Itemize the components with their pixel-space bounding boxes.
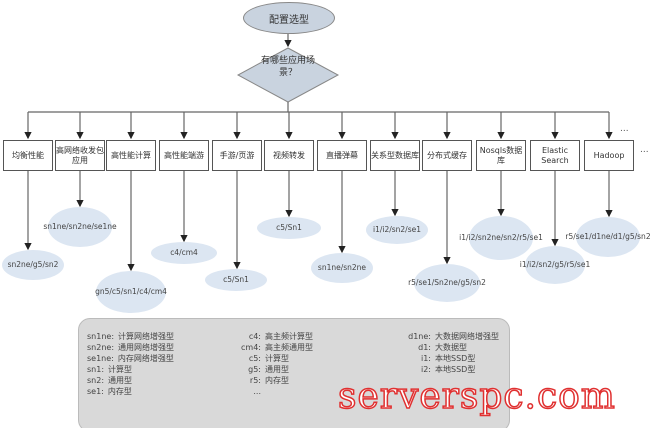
legend-row: g5: 通用型	[219, 364, 313, 375]
legend-row: sn2:通用型	[87, 375, 174, 386]
legend-desc: 本地SSD型	[435, 354, 476, 363]
watermark: serverspc.com	[337, 375, 616, 418]
legend-code: c5:	[248, 354, 261, 363]
instance-types: i1/i2/sn2ne/sn2/r5/se1	[459, 216, 543, 260]
legend-desc: 计算网络增强型	[118, 332, 175, 341]
scenario-box: 高网络收发包应用	[55, 140, 105, 171]
legend-row: c4: 高主频计算型	[219, 331, 313, 342]
scenario-box: 视频转发	[264, 140, 314, 171]
legend-code: sn1:	[87, 365, 105, 374]
legend-code: sn2:	[87, 376, 105, 385]
legend-row: cm4: 高主频通用型	[219, 342, 313, 353]
instance-types: r5/se1/Sn2ne/g5/sn2	[408, 264, 486, 302]
instance-types: sn1ne/sn2ne	[311, 253, 373, 283]
legend-row: se1ne:内存网络增强型	[87, 353, 174, 364]
instance-types: i1/i2/sn2/g5/r5/se1	[520, 246, 590, 284]
root-node: 配置选型	[243, 2, 335, 34]
legend-code: se1:	[87, 387, 104, 396]
legend-row: i2: 本地SSD型	[389, 364, 499, 375]
legend-row: se1:内存型	[87, 386, 174, 397]
legend-code: g5:	[248, 365, 261, 374]
scenario-box: Nosqls数据库	[476, 140, 526, 171]
legend-desc: 通用型	[108, 376, 133, 385]
legend-code: ...	[253, 387, 261, 396]
legend-code: se1ne:	[87, 354, 114, 363]
legend-code: i1:	[420, 354, 431, 363]
legend-code: cm4:	[241, 343, 261, 352]
legend-row: ...	[219, 386, 313, 397]
legend-desc: 高主频计算型	[265, 332, 313, 341]
instance-types: c4/cm4	[151, 242, 217, 264]
legend-row: sn1:计算型	[87, 364, 174, 375]
scenario-box: 直播弹幕	[317, 140, 367, 171]
instance-types: sn1ne/sn2ne/se1ne	[43, 207, 117, 247]
legend-code: d1:	[418, 343, 431, 352]
instance-types: sn2ne/g5/sn2	[2, 250, 64, 280]
scenario-box: Hadoop	[584, 140, 634, 171]
legend-desc: 本地SSD型	[435, 365, 476, 374]
legend-desc: 通用网络增强型	[118, 343, 175, 352]
instance-types: gn5/c5/sn1/c4/cm4	[95, 271, 167, 313]
instance-types: r5/se1/d1ne/d1/g5/sn2	[565, 217, 650, 257]
instance-types: i1/i2/sn2/se1	[366, 216, 428, 244]
legend-code: d1ne:	[408, 332, 431, 341]
more-indicator-2: ...	[640, 145, 649, 155]
decision-label: 有哪些应用场景？	[260, 56, 315, 78]
legend-desc: 大数据型	[435, 343, 467, 352]
legend-row: i1: 本地SSD型	[389, 353, 499, 364]
legend-code: c4:	[248, 332, 261, 341]
legend-row: c5: 计算型	[219, 353, 313, 364]
legend-col-3: d1ne: 大数据网络增强型 d1: 大数据型 i1: 本地SSD型 i2: 本地SSD型	[389, 331, 499, 375]
legend-desc: 内存型	[265, 376, 289, 385]
legend-code: i2:	[420, 365, 431, 374]
legend-code: sn2ne:	[87, 343, 115, 352]
scenario-box: Elastic Search	[530, 140, 580, 171]
instance-types: c5/Sn1	[205, 269, 267, 291]
legend-row: sn2ne:通用网络增强型	[87, 342, 174, 353]
legend-row: r5: 内存型	[219, 375, 313, 386]
legend-desc: 计算型	[265, 354, 289, 363]
instance-types: c5/Sn1	[257, 217, 321, 239]
legend-desc: 内存型	[107, 387, 132, 396]
legend-desc: 高主频通用型	[265, 343, 313, 352]
legend-desc: 大数据网络增强型	[435, 332, 499, 341]
scenario-box: 关系型数据库	[370, 140, 420, 171]
legend-row: d1: 大数据型	[389, 342, 499, 353]
scenario-box: 高性能端游	[159, 140, 209, 171]
scenario-box: 分布式缓存	[422, 140, 472, 171]
legend-desc: 计算型	[108, 365, 133, 374]
legend-row: sn1ne:计算网络增强型	[87, 331, 174, 342]
legend-code: sn1ne:	[87, 332, 115, 341]
legend-code: r5:	[249, 376, 261, 385]
legend-desc: 通用型	[265, 365, 289, 374]
scenario-box: 均衡性能	[3, 140, 53, 171]
scenario-box: 高性能计算	[106, 140, 156, 171]
legend-desc: 内存网络增强型	[117, 354, 174, 363]
legend-row: d1ne: 大数据网络增强型	[389, 331, 499, 342]
scenario-box: 手游/页游	[212, 140, 262, 171]
legend-col-2: c4: 高主频计算型 cm4: 高主频通用型 c5: 计算型 g5: 通用型 r5: 内存型...	[219, 331, 313, 397]
more-indicator: ...	[620, 124, 629, 134]
